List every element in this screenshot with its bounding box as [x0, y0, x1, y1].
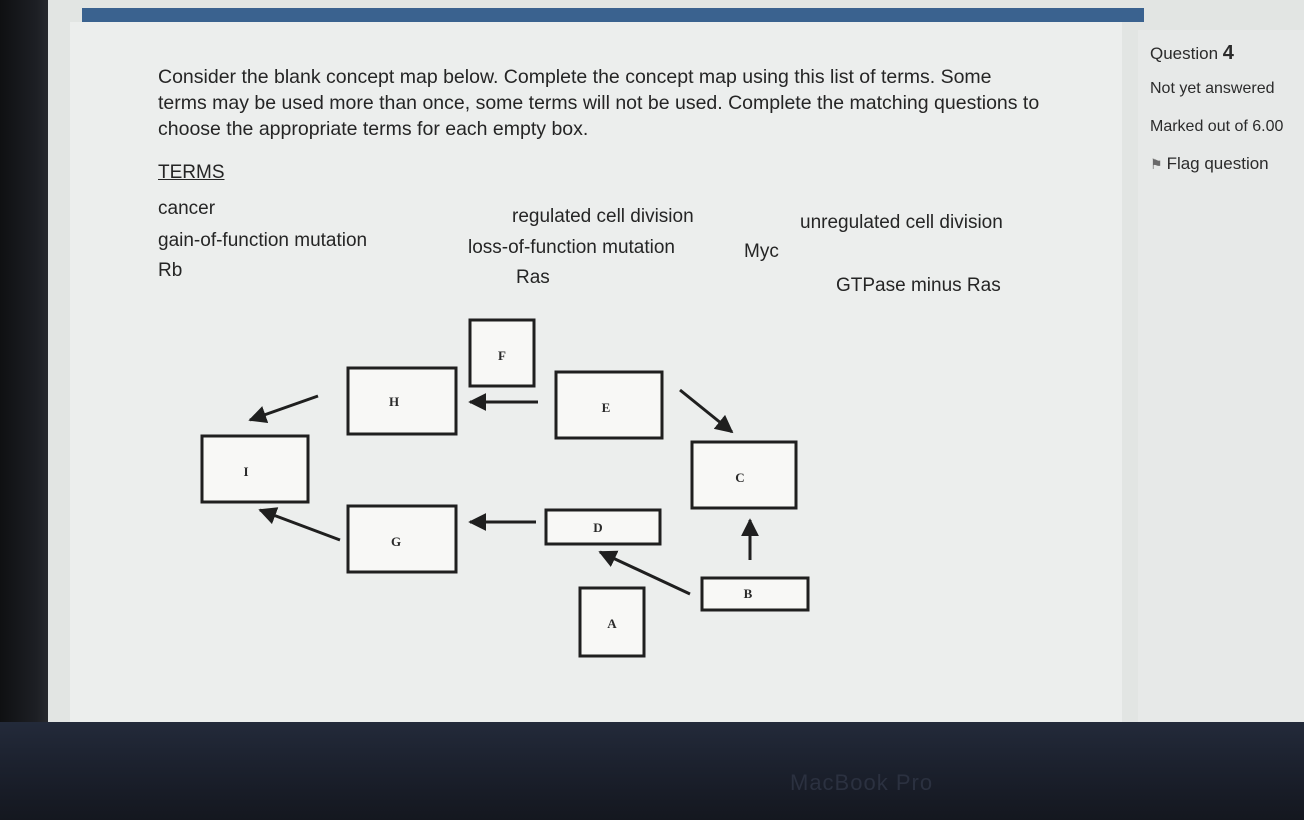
- svg-text:C: C: [735, 470, 744, 485]
- term-item: unregulated cell division: [800, 212, 1003, 233]
- flag-question-link[interactable]: ⚑Flag question: [1150, 154, 1269, 174]
- laptop-brand-label: MacBook Pro: [790, 770, 934, 795]
- arrow-b-to-d: [598, 550, 691, 596]
- laptop-bezel: [0, 0, 52, 820]
- term-item: Myc: [744, 241, 779, 262]
- question-info-panel: Question 4 Not yet answered Marked out o…: [1138, 30, 1304, 728]
- arrow-g-to-i: [258, 507, 341, 542]
- prompt-line: choose the appropriate terms for each em…: [158, 118, 589, 140]
- flag-question-label: Flag question: [1166, 154, 1269, 173]
- flag-icon: ⚑: [1150, 156, 1163, 172]
- svg-text:G: G: [391, 534, 401, 549]
- map-box-e: E: [554, 370, 664, 440]
- svg-text:F: F: [498, 348, 506, 363]
- svg-text:D: D: [593, 520, 602, 535]
- question-content: Consider the blank concept map below. Co…: [70, 22, 1122, 728]
- prompt-line: Consider the blank concept map below. Co…: [158, 66, 992, 88]
- question-number-value: 4: [1222, 42, 1234, 64]
- laptop-body: [0, 722, 1304, 820]
- term-item: regulated cell division: [512, 206, 694, 227]
- concept-map: F H E I C G D: [200, 318, 810, 658]
- term-item: Rb: [158, 260, 183, 281]
- map-box-f: F: [468, 318, 536, 388]
- term-item: loss-of-function mutation: [468, 237, 675, 258]
- term-item: Ras: [516, 267, 550, 288]
- arrow-h-to-i: [248, 394, 319, 424]
- svg-text:A: A: [607, 616, 617, 631]
- map-box-d: D: [544, 508, 662, 546]
- term-item: cancer: [158, 198, 216, 219]
- map-box-b: B: [700, 576, 810, 612]
- svg-text:I: I: [243, 464, 248, 479]
- map-box-c: C: [690, 440, 798, 510]
- screen: Consider the blank concept map below. Co…: [48, 0, 1304, 728]
- term-item: GTPase minus Ras: [836, 275, 1001, 296]
- svg-text:H: H: [389, 394, 399, 409]
- term-item: gain-of-function mutation: [158, 230, 368, 251]
- map-box-h: H: [346, 366, 458, 436]
- question-label: Question: [1150, 44, 1219, 63]
- question-status: Not yet answered: [1150, 80, 1275, 97]
- map-box-a: A: [578, 586, 646, 658]
- svg-text:E: E: [602, 400, 611, 415]
- svg-text:B: B: [744, 586, 753, 601]
- arrow-e-to-c: [679, 388, 734, 434]
- map-box-g: G: [346, 504, 458, 574]
- terms-heading: TERMS: [158, 162, 225, 183]
- map-box-i: I: [200, 434, 310, 504]
- prompt-line: terms may be used more than once, some t…: [158, 92, 1040, 114]
- header-accent-bar: [82, 8, 1144, 22]
- question-number: Question 4: [1150, 42, 1234, 65]
- question-marks: Marked out of 6.00: [1150, 118, 1284, 135]
